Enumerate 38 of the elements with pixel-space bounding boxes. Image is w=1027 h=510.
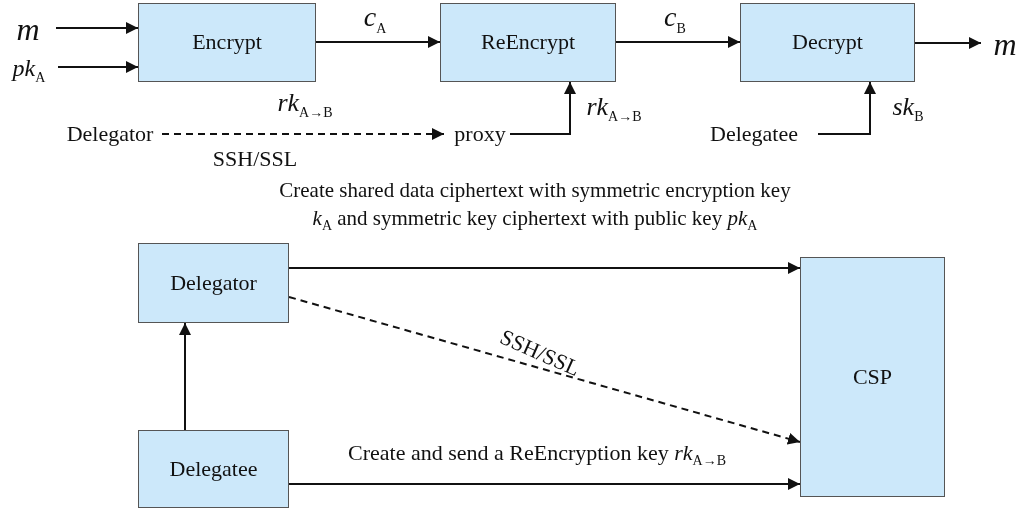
node-label: pk$_{A}$ [12, 53, 46, 87]
arrow [509, 81, 576, 135]
edge-label: rk$_{A→B}$ [585, 92, 643, 127]
box-label: Delegator [170, 269, 257, 297]
process-box [138, 430, 289, 508]
box-label: CSP [852, 363, 893, 391]
process-box [138, 3, 316, 82]
edge-label: Create and send a ReEncryption key rk$_{A→B}$ [347, 439, 727, 471]
arrow [179, 322, 191, 431]
arrow [55, 22, 139, 34]
arrow [615, 36, 741, 48]
arrow [817, 81, 876, 135]
process-box [800, 257, 945, 497]
arrow [315, 36, 441, 48]
arrow [288, 478, 801, 490]
edge-label: c$_{B}$ [663, 2, 687, 38]
edge-label: c$_{A}$ [362, 2, 388, 38]
process-box [138, 243, 289, 323]
node-label: proxy [454, 120, 506, 148]
node-label: m [16, 9, 40, 49]
edge-label: rk$_{A→B}$ [276, 88, 334, 123]
box-label: Delegatee [169, 455, 258, 483]
arrow [57, 61, 139, 73]
protocol-label: SSH/SSL [211, 145, 299, 173]
arrow [914, 37, 982, 49]
arrow [288, 262, 801, 274]
node-label: Delegatee [710, 120, 798, 148]
box-label: Decrypt [792, 29, 863, 56]
dashed-arrow [288, 296, 801, 445]
box-label: Encrypt [192, 29, 262, 56]
edge-label: sk$_{B}$ [891, 92, 925, 127]
edge-label: Create shared data ciphertext with symmetric encryption key k$_{A}$ and symmetric key ciphertext with public key pk$_{A}$ [278, 177, 792, 236]
node-label: Delegator [66, 120, 154, 148]
box-label: ReEncrypt [480, 29, 576, 56]
node-label: m [993, 24, 1017, 64]
process-box [740, 3, 915, 82]
process-box [440, 3, 616, 82]
dashed-arrow [161, 128, 445, 140]
